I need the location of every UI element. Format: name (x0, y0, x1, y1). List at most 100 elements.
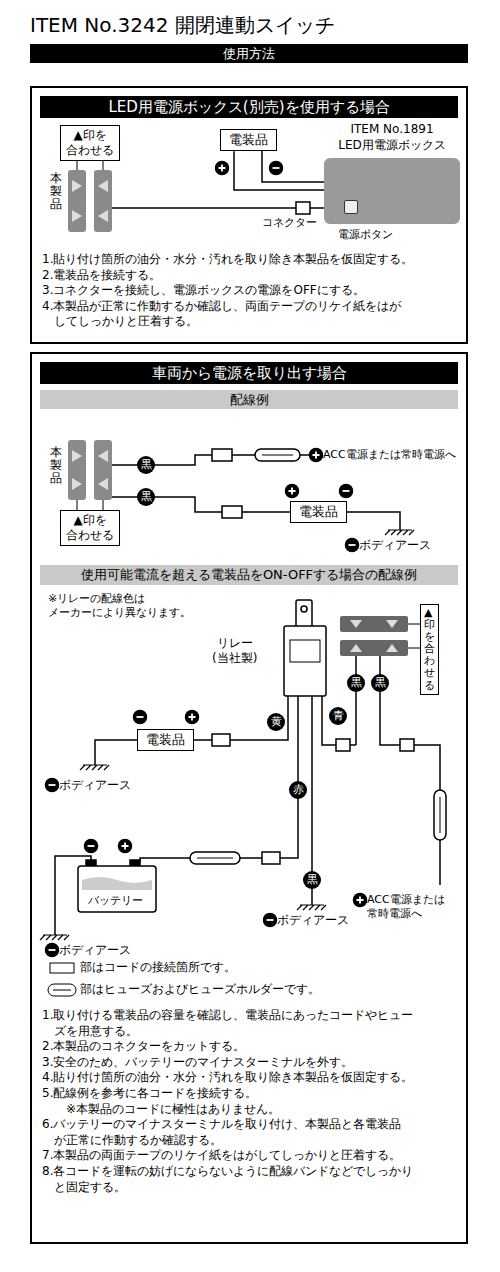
wire (112, 497, 400, 530)
instruction-step: 4.貼り付け箇所の油分・水分・汚れを取り除き本製品を仮固定する。 (42, 1070, 464, 1086)
wire (262, 151, 324, 182)
power-box-body (324, 158, 460, 224)
instruction-list: 1.取り付ける電装品の容量を確認し、電装品にあったコードやヒュー ズを用意する。… (42, 1008, 464, 1195)
section-heading: LED用電源ボックス(別売)を使用する場合 (40, 96, 458, 118)
ground-symbol (385, 530, 414, 535)
ground-label: ボディアース (277, 913, 349, 928)
fuse-sample (48, 984, 76, 996)
switch-body (68, 170, 112, 232)
instruction-step: 3.安全のため、バッテリーのマイナスターミナルを外す。 (42, 1055, 464, 1071)
connector-symbol (212, 449, 232, 461)
ground-label: ボディアース (59, 943, 131, 958)
product-label: 本製品 (50, 172, 62, 212)
power-box: ITEM No.1891 LED用電源ボックス (324, 122, 460, 224)
instruction-step: 2.本製品のコネクターをカットする。 (42, 1039, 464, 1055)
connector-symbol (222, 506, 242, 518)
wire-color-label: 赤 (289, 781, 307, 799)
minus-mark (46, 944, 59, 957)
node-text: 配線例 (40, 390, 458, 410)
align-note-box: ▲印を 合わせる (60, 510, 120, 546)
power-source-label: ACC電源または 常時電源へ (367, 893, 445, 921)
minus-mark (346, 539, 359, 552)
plus-mark (286, 485, 299, 498)
title-text: ITEM No.3242 開閉連動スイッチ (30, 12, 335, 39)
plus-mark (186, 711, 199, 724)
switch-body (340, 616, 408, 656)
wire (55, 856, 91, 935)
instruction-step: 1.貼り付け箇所の油分・水分・汚れを取り除き本製品を仮固定する。 (42, 252, 462, 268)
plus-mark (310, 449, 323, 462)
device-box: 電装品 (220, 129, 277, 151)
part-label: コネクター (262, 216, 317, 230)
minus-mark (134, 711, 147, 724)
connector-symbol (296, 202, 310, 214)
section-band: 使用方法 (30, 44, 468, 63)
bracket-line (77, 160, 103, 170)
wire (322, 696, 356, 745)
plus-mark (216, 162, 229, 175)
connection-sample (50, 963, 74, 973)
node-text: ▲印を合わせる (424, 607, 435, 692)
ground-symbol (80, 765, 109, 770)
instruction-step: 1.取り付ける電装品の容量を確認し、電装品にあったコードやヒュー ズを用意する。 (42, 1008, 464, 1039)
section-heading: 車両から電源を取り出す場合 (40, 362, 458, 384)
sub-band: 使用可能電流を超える電装品をON-OFFする場合の配線例 (40, 565, 458, 585)
minus-mark (270, 162, 283, 175)
align-note-box: ▲印を合わせる (420, 604, 439, 695)
ground-label: ボディアース (59, 778, 131, 793)
plus-mark (354, 894, 367, 907)
fuse-symbol (190, 852, 240, 864)
wire (140, 696, 298, 862)
plus-mark (119, 840, 132, 853)
note-text: ※本製品のコードに極性はありません。 (42, 1102, 464, 1118)
connector-symbol (212, 734, 230, 746)
instruction-step: 8.各コードを運転の妨げにならないように配線バンドなどでしっかり と固定する。 (42, 1164, 464, 1195)
ground-symbol (297, 905, 326, 910)
sub-band: 配線例 (40, 390, 458, 409)
ground-symbol (40, 935, 69, 940)
wire-color-label: 黒 (347, 674, 365, 692)
part-label: バッテリー (88, 894, 143, 908)
connector-symbol (336, 739, 350, 751)
node-text: ▲印を 合わせる (66, 513, 114, 543)
part-label: 電源ボタン (338, 228, 393, 242)
align-note-box: ▲印を 合わせる (60, 125, 120, 161)
instruction-list: 1.貼り付け箇所の油分・水分・汚れを取り除き本製品を仮固定する。2.電装品を接続… (42, 252, 462, 330)
wire (95, 696, 288, 765)
fuse-symbol (434, 790, 446, 840)
power-button (344, 200, 358, 214)
legend-text: 部はヒューズおよびヒューズホルダーです。 (80, 982, 320, 997)
fuse-symbol (255, 449, 300, 461)
instruction-step: 4.本製品が正常に作動するか確認し、両面テープのリケイ紙をはが してしっかりと圧… (42, 299, 462, 330)
device-box: 電装品 (290, 501, 347, 523)
node-text: ITEM No.1891 LED用電源ボックス (324, 122, 460, 154)
wire-color-label: 青 (329, 707, 347, 725)
wire-color-label: 黄 (267, 713, 285, 731)
connector-symbol (400, 739, 414, 751)
wire (112, 207, 324, 209)
wire-color-label: 黒 (303, 871, 321, 889)
power-source-label: ACC電源または常時電源へ (323, 448, 456, 462)
connector-symbol (262, 852, 280, 864)
device-box: 電装品 (137, 729, 194, 751)
battery-symbol (78, 860, 156, 912)
ground-label: ボディアース (359, 538, 431, 553)
minus-mark (264, 914, 277, 927)
instruction-step: 5.配線例を参考に各コードを接続する。 (42, 1086, 464, 1102)
wire-color-label: 黒 (137, 488, 155, 506)
node-text: 電装品 (299, 504, 338, 520)
node-text: 使用可能電流を超える電装品をON-OFFする場合の配線例 (40, 565, 458, 585)
wire-color-label: 黒 (371, 674, 389, 692)
switch-body (68, 440, 112, 500)
node-text: 電装品 (229, 132, 268, 148)
node-text: ▲印を 合わせる (66, 128, 114, 158)
wire-color-label: 黒 (137, 456, 155, 474)
node-text: 使用方法 (30, 44, 468, 63)
legend-text: 部はコードの接続箇所です。 (80, 960, 236, 975)
relay-symbol (284, 600, 326, 696)
instruction-step: 2.電装品を接続する。 (42, 268, 462, 284)
instruction-step: 6.バッテリーのマイナスターミナルを取り付け、本製品と各電装品 が正常に作動する… (42, 1117, 464, 1148)
wire-connector (234, 151, 324, 190)
part-label: リレー (当社製) (212, 636, 257, 666)
